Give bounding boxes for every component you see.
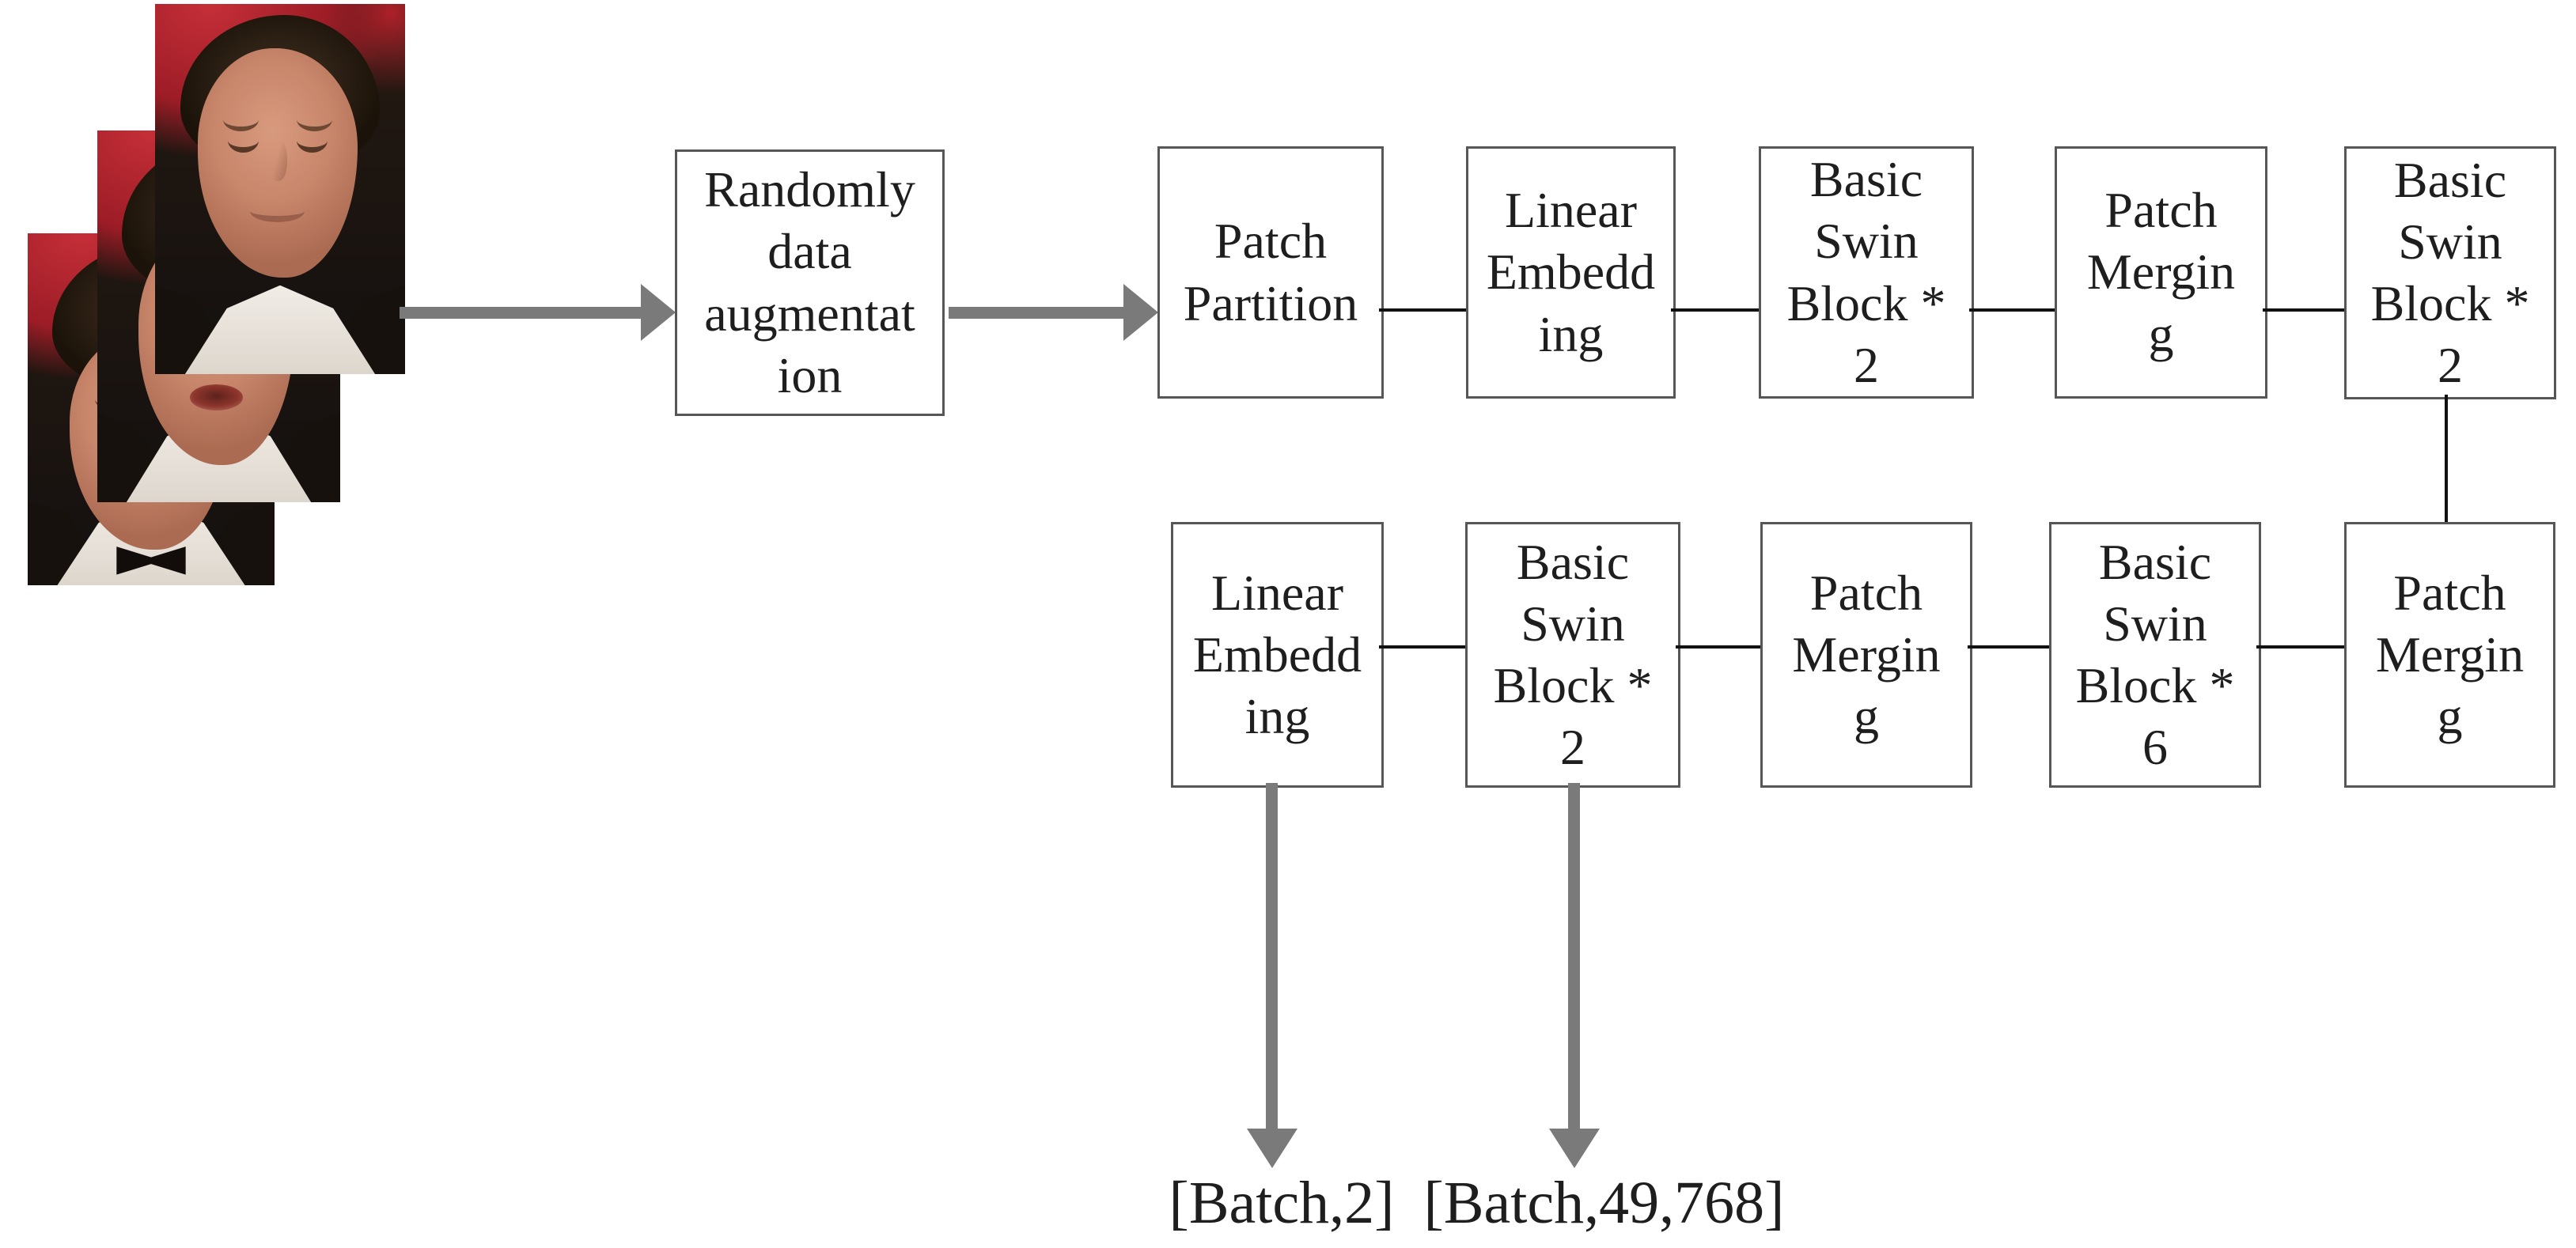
node-linear-embedding-1: Linear Embedd ing (1466, 146, 1676, 399)
node-basic-swin-block-3: Basic Swin Block * 2 (1465, 522, 1680, 788)
output-shape-label-batch49768: [Batch,49,768] (1423, 1170, 1785, 1236)
connector-bsb2-down-pm3 (2445, 395, 2448, 522)
connector-pm2-bsb6 (1968, 645, 2049, 649)
arrow-right-head-icon (1123, 284, 1158, 341)
connector-pp-le (1379, 308, 1466, 312)
node-basic-swin-block-1: Basic Swin Block * 2 (1759, 146, 1974, 399)
node-basic-swin-block-6: Basic Swin Block * 6 (2049, 522, 2261, 788)
arrow-down-head-icon (1247, 1129, 1297, 1168)
nose-shadow (267, 140, 287, 182)
node-randomly-data-augmentation: Randomly data augmentat ion (675, 149, 945, 416)
connector-le2-bsb3 (1379, 645, 1465, 649)
connector-bsb1-pm1 (1969, 308, 2055, 312)
shirt-shape (184, 285, 376, 374)
node-linear-embedding-2: Linear Embedd ing (1171, 522, 1384, 788)
connector-bsb6-pm3 (2256, 645, 2344, 649)
arrow-shaft (1266, 783, 1278, 1129)
face-skin-shape (197, 48, 358, 278)
connector-le-bsb1 (1671, 308, 1759, 312)
eye-left-closed (228, 129, 259, 153)
arrow-shaft (1568, 783, 1580, 1129)
arrow-shaft (400, 307, 641, 319)
arrow-right-head-icon (641, 284, 676, 341)
arrow-shaft (949, 307, 1124, 319)
node-patch-merging-3: Patch Mergin g (2344, 522, 2555, 788)
output-shape-label-batch2: [Batch,2] (1169, 1170, 1395, 1236)
brow-left (223, 108, 259, 131)
connector-pm1-bsb2 (2263, 308, 2344, 312)
node-patch-merging-2: Patch Mergin g (1760, 522, 1972, 788)
arrow-down-head-icon (1549, 1129, 1600, 1168)
connector-bsb3-pm2 (1676, 645, 1760, 649)
node-patch-merging-1: Patch Mergin g (2055, 146, 2267, 399)
mouth-shape (250, 200, 305, 222)
face-photo-front (155, 4, 405, 374)
node-basic-swin-block-2: Basic Swin Block * 2 (2344, 146, 2556, 399)
brow-right (297, 108, 332, 131)
eye-right-closed (297, 129, 328, 153)
node-patch-partition: Patch Partition (1157, 146, 1384, 399)
mouth-open-shape (190, 384, 243, 410)
